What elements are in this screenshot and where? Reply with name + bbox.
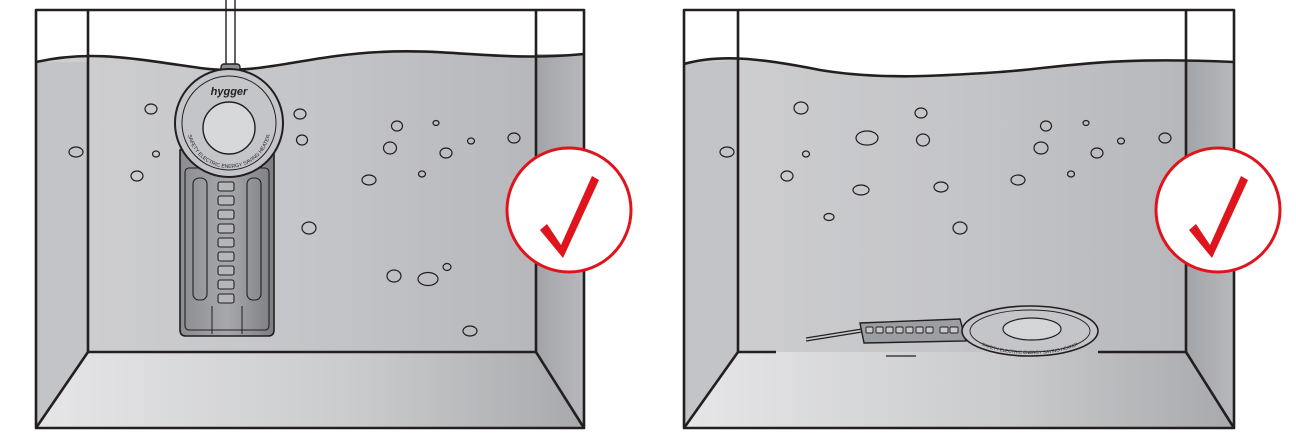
- left-side-wall-left: [36, 62, 88, 428]
- right-panel: SAFETY ELECTRIC ENERGY SAVING HEATER: [682, 8, 1282, 430]
- right-floor: [684, 352, 1234, 428]
- right-bubbles: [719, 101, 1172, 235]
- left-floor: [36, 352, 584, 428]
- left-panel: hygger SAFETY ELECTRIC ENERGY SAVING HEA…: [34, 0, 633, 430]
- checkmark-icon: [1189, 176, 1248, 258]
- vertical-heater: hygger SAFETY ELECTRIC ENERGY SAVING HEA…: [174, 0, 284, 337]
- right-side-wall-left: [684, 60, 738, 428]
- left-water: [36, 51, 584, 429]
- left-check-badge: [505, 146, 633, 274]
- right-check-badge: [1154, 146, 1282, 274]
- right-tank-outline: [682, 8, 1236, 430]
- horizontal-heater: SAFETY ELECTRIC ENERGY SAVING HEATER: [805, 305, 1099, 357]
- left-bubbles: [68, 103, 521, 337]
- checkmark-icon: [540, 176, 599, 258]
- heater-brand: hygger: [211, 86, 248, 98]
